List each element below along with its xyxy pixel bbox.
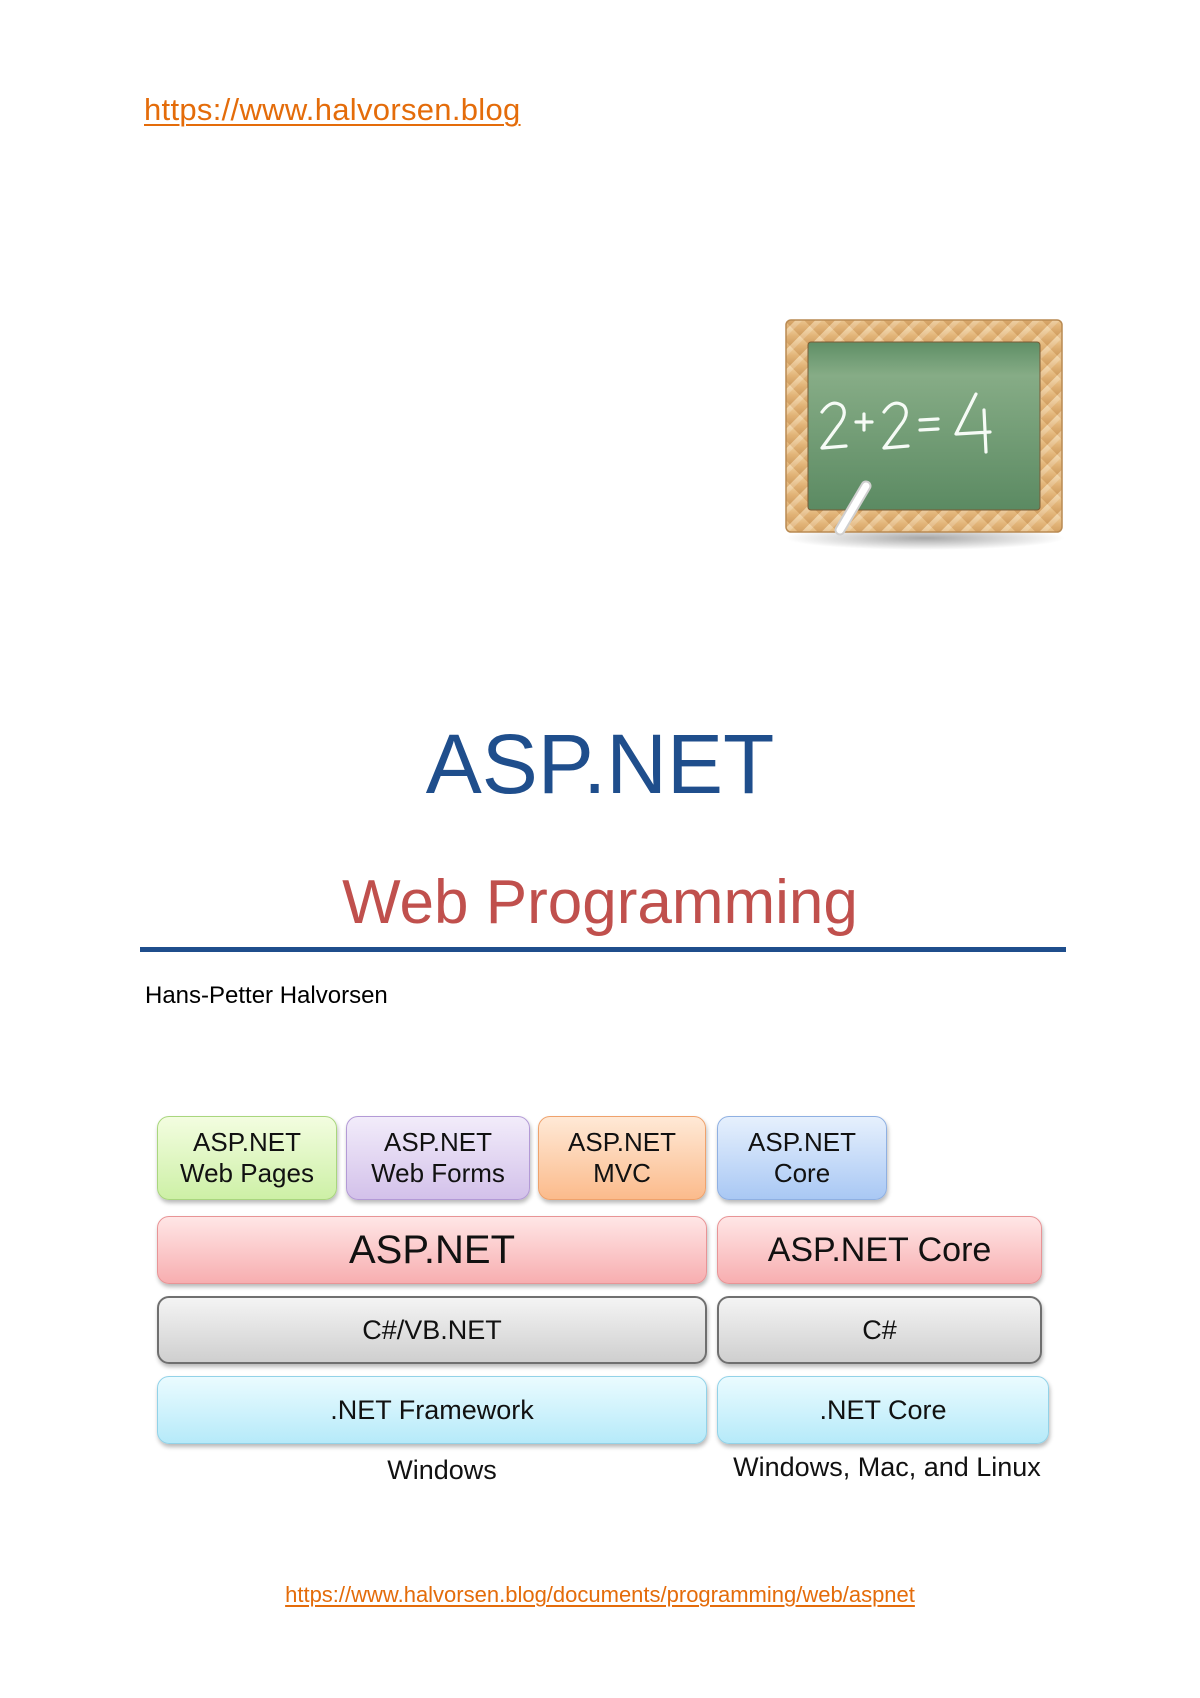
box-line2: Web Pages	[180, 1158, 314, 1188]
blog-link[interactable]: https://www.halvorsen.blog	[144, 92, 521, 127]
box-line1: ASP.NET	[384, 1126, 492, 1157]
box-line2: Core	[773, 1158, 831, 1188]
box-line1: ASP.NET	[748, 1126, 856, 1157]
layer-csharp-vbnet: C#/VB.NET	[157, 1296, 707, 1364]
layer-aspnet: ASP.NET	[157, 1216, 707, 1284]
header-link-wrapper: https://www.halvorsen.blog	[144, 92, 521, 128]
footer-link-wrapper: https://www.halvorsen.blog/documents/pro…	[0, 1582, 1200, 1608]
box-aspnet-mvc: ASP.NET MVC	[538, 1116, 706, 1200]
box-aspnet-web-forms: ASP.NET Web Forms	[346, 1116, 530, 1200]
aspnet-docs-link[interactable]: https://www.halvorsen.blog/documents/pro…	[285, 1582, 915, 1607]
layer-csharp: C#	[717, 1296, 1042, 1364]
layer-net-framework: .NET Framework	[157, 1376, 707, 1444]
box-aspnet-core: ASP.NET Core	[717, 1116, 887, 1200]
author-name: Hans-Petter Halvorsen	[145, 982, 388, 1009]
box-line2: MVC	[593, 1158, 651, 1188]
box-line1: ASP.NET	[193, 1126, 301, 1157]
document-title: ASP.NET	[425, 717, 775, 811]
layer-net-core: .NET Core	[717, 1376, 1049, 1444]
box-aspnet-web-pages: ASP.NET Web Pages	[157, 1116, 337, 1200]
box-line2: Web Forms	[371, 1158, 505, 1188]
box-line1: ASP.NET	[568, 1126, 676, 1157]
os-label-windows: Windows	[387, 1455, 497, 1485]
title-divider	[140, 947, 1066, 952]
chalkboard-icon	[780, 316, 1070, 556]
os-label-cross-platform: Windows, Mac, and Linux	[733, 1452, 1041, 1482]
document-subtitle: Web Programming	[342, 868, 858, 937]
layer-aspnet-core: ASP.NET Core	[717, 1216, 1042, 1284]
